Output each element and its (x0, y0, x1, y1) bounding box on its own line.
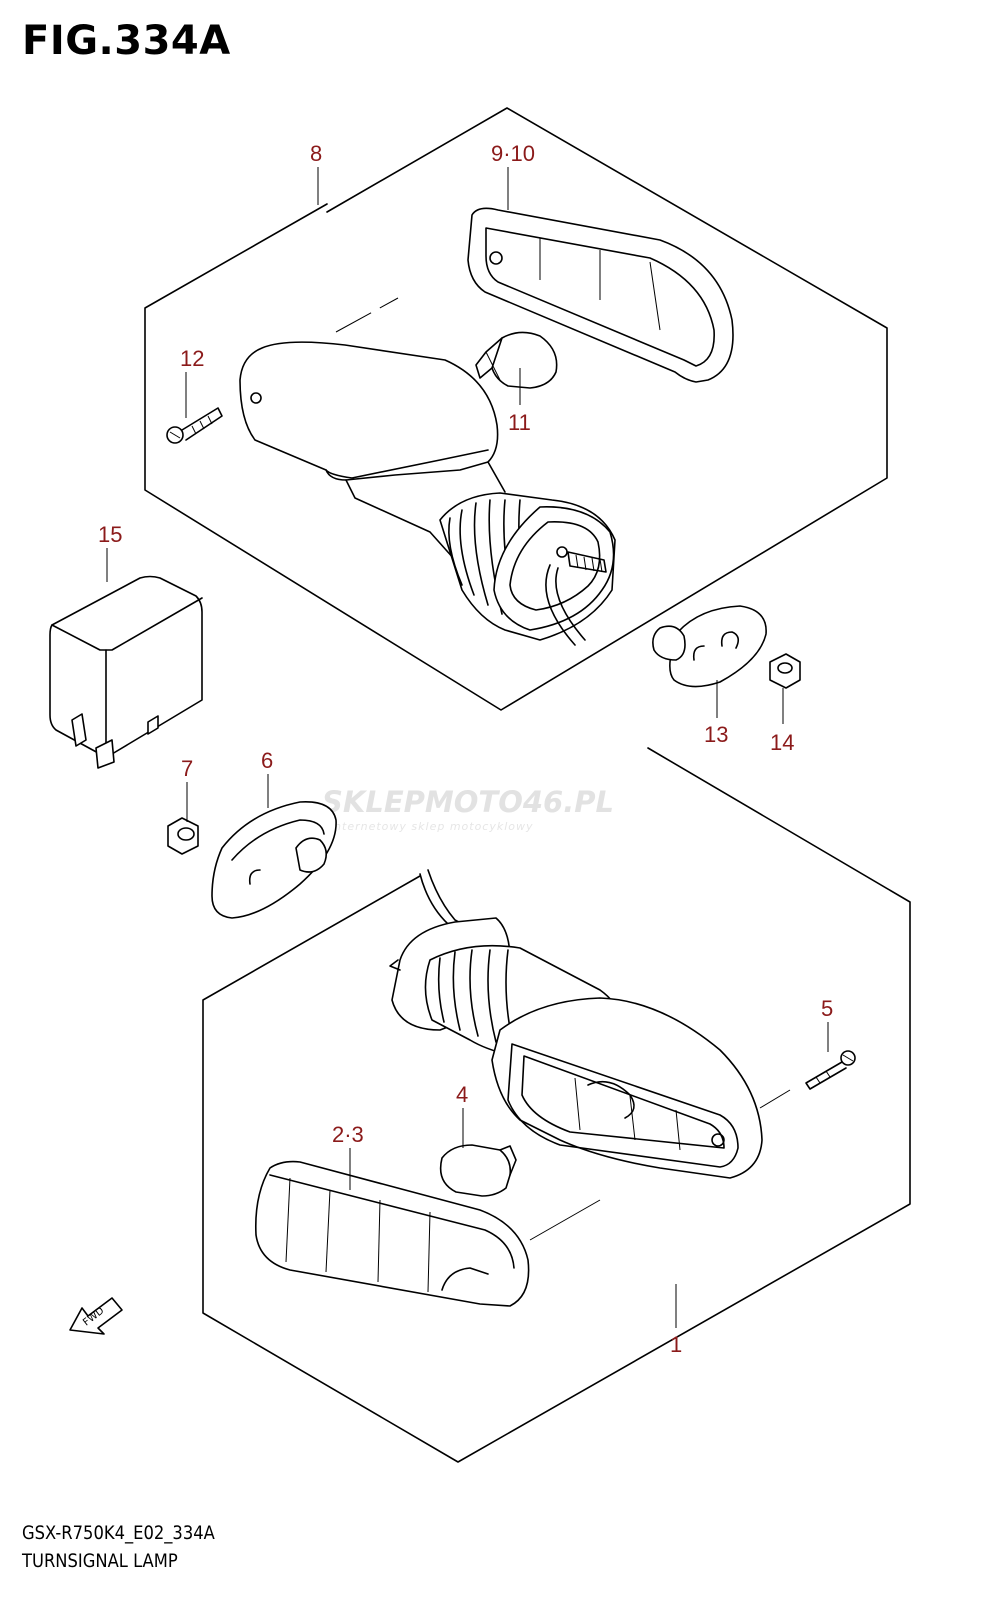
watermark-sub: internetowy sklep motocyklowy (330, 820, 534, 833)
callout-15: 15 (98, 522, 122, 547)
callout-14: 14 (770, 730, 794, 755)
callout-6: 6 (261, 748, 273, 773)
screw-lower (805, 1050, 856, 1090)
bulb-upper (475, 331, 558, 389)
lower-housing (389, 869, 763, 1179)
bulb-lower (439, 1144, 517, 1197)
lower-lens (254, 1160, 530, 1307)
model-code: GSX-R750K4_E02_334A (22, 1522, 215, 1544)
callout-5: 5 (821, 996, 833, 1021)
callout-8: 8 (310, 141, 322, 166)
watermark: SKLEPMOTO46.PL internetowy sklep motocyk… (322, 785, 614, 833)
grommet-6 (211, 801, 337, 919)
upper-housing (239, 341, 616, 646)
callout-9-10: 9·10 (491, 141, 535, 166)
callout-13: 13 (704, 722, 728, 747)
nut-14 (769, 653, 801, 689)
lower-assembly-frame (202, 747, 911, 1463)
upper-lens (467, 207, 734, 383)
fwd-direction-arrow: FWD (69, 1297, 123, 1335)
leader-lines (106, 167, 829, 1328)
upper-assembly-frame (144, 107, 888, 711)
figure-title: FIG.334A (22, 18, 231, 64)
nut-7 (167, 817, 199, 855)
diagram-caption: TURNSIGNAL LAMP (22, 1550, 178, 1572)
callout-11: 11 (508, 410, 531, 435)
callout-1: 1 (670, 1332, 682, 1357)
relay (49, 575, 203, 769)
screw-upper (166, 407, 223, 444)
grommet-13 (652, 605, 767, 688)
callout-7: 7 (181, 756, 193, 781)
callout-12: 12 (180, 346, 204, 371)
watermark-main: SKLEPMOTO46.PL (322, 785, 614, 819)
callout-2-3: 2·3 (332, 1122, 364, 1147)
callout-4: 4 (456, 1082, 468, 1107)
callouts: 8 9·10 12 11 15 13 14 7 6 5 4 2·3 1 (98, 141, 833, 1357)
